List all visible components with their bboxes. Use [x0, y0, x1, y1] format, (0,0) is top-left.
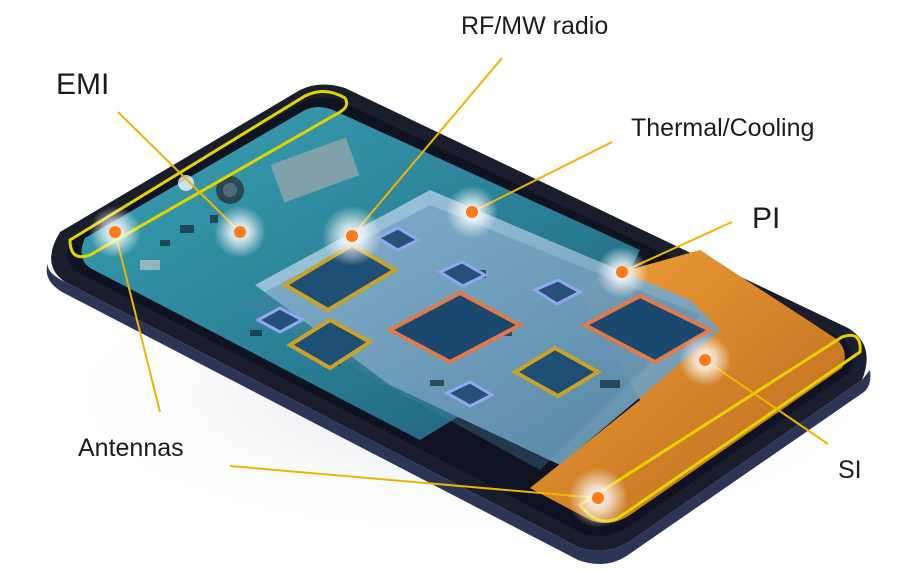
label-thermal-cooling: Thermal/Cooling: [631, 114, 815, 142]
hotspot-rf: [322, 206, 382, 266]
callout-line-antennas-bottom: [229, 465, 599, 499]
pcb-components: [140, 137, 620, 388]
hotspots: [89, 186, 731, 528]
callout-lines: [114, 57, 829, 499]
callout-line-thermal: [471, 141, 613, 213]
chip-copper-1: [385, 290, 525, 365]
label-emi: EMI: [56, 68, 110, 101]
label-pi: PI: [752, 202, 781, 235]
hotspot-si: [679, 334, 731, 386]
hotspot-antenna-bottom: [568, 468, 628, 528]
hotspot-emi: [214, 206, 266, 258]
chip-blue-1: [374, 226, 422, 252]
hotspot-antenna-top: [89, 206, 141, 258]
chip-blue-3: [531, 278, 584, 306]
hotspot-pi: [596, 246, 648, 298]
chip-gold-2: [286, 317, 374, 371]
callout-line-emi: [117, 111, 241, 233]
chips: [254, 226, 715, 408]
chip-gold-3: [511, 345, 602, 399]
callout-line-antennas-top: [114, 231, 161, 413]
label-si: SI: [838, 456, 862, 484]
chip-copper-2: [580, 293, 715, 365]
antenna-outline-top: [68, 90, 349, 259]
callout-line-rf: [351, 57, 503, 237]
hotspot-thermal: [446, 186, 498, 238]
chip-blue-5: [443, 380, 496, 408]
chip-blue-4: [254, 306, 306, 334]
label-antennas: Antennas: [78, 434, 184, 462]
label-rf-mw-radio: RF/MW radio: [461, 12, 609, 40]
chip-blue-2: [436, 260, 489, 288]
